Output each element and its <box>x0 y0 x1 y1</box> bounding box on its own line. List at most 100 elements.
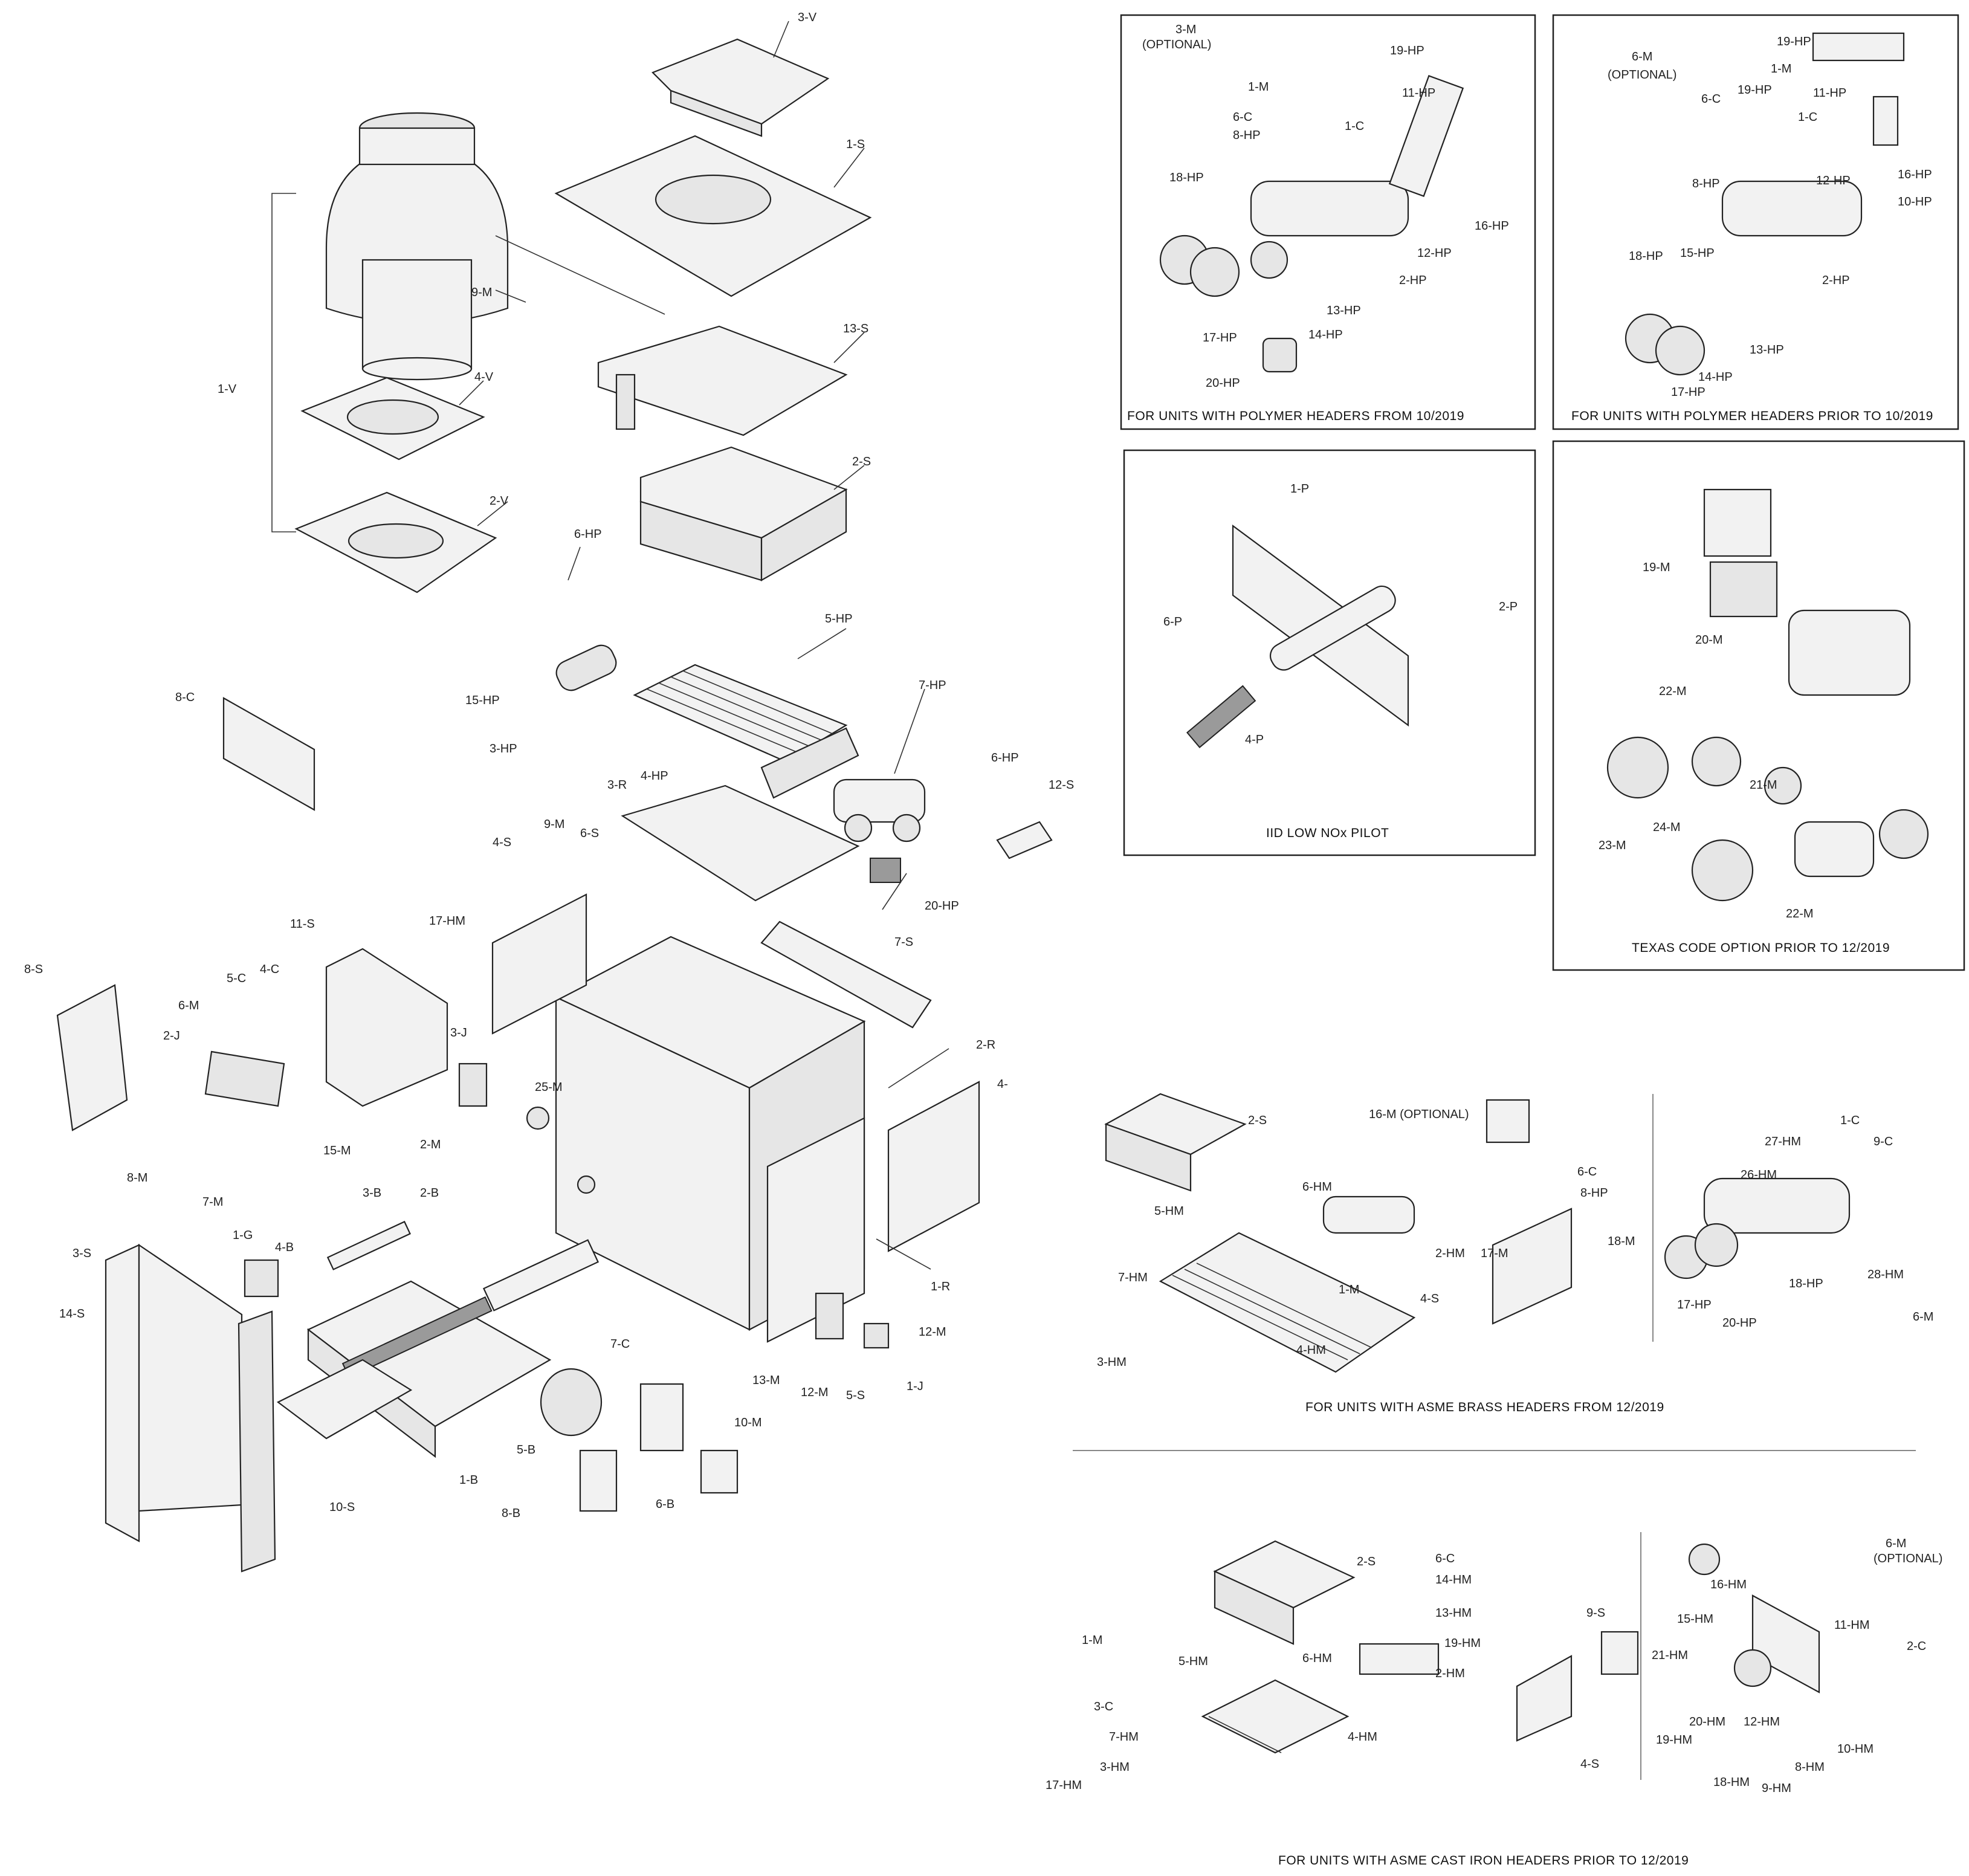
callout-label: 1-C <box>1798 111 1817 124</box>
callout-label: 6-S <box>580 827 599 840</box>
callout-label: 9-HM <box>1762 1782 1791 1795</box>
callout-label: 12-HM <box>1744 1715 1780 1729</box>
callout-label: 20-M <box>1695 633 1723 647</box>
callout-label: 3-B <box>363 1186 381 1200</box>
callout-label: 14-HM <box>1435 1573 1472 1587</box>
callout-label: 23-M <box>1599 839 1626 852</box>
callout-label: 8-HP <box>1692 177 1720 190</box>
callout-label: 8-M <box>127 1171 147 1185</box>
callout-label: 26-HM <box>1741 1168 1777 1182</box>
callout-label: 4-S <box>1580 1758 1599 1771</box>
callout-label: 11-S <box>290 917 315 931</box>
callout-label: 1-M <box>1248 80 1269 94</box>
callout-label: 6-P <box>1163 615 1182 629</box>
side-panel-4s <box>491 893 587 1035</box>
callout-label: 1-M <box>1771 62 1791 76</box>
polymer-header-new-parts <box>1159 75 1464 373</box>
top-lid-part <box>651 38 830 125</box>
callout-label: 6-M <box>1632 50 1652 63</box>
inset-box-polymer-from-2019 <box>1120 14 1536 430</box>
callout-label: 7-HM <box>1118 1271 1148 1284</box>
caption-texas: TEXAS CODE OPTION PRIOR TO 12/2019 <box>1632 941 1890 955</box>
callout-label: 6-HM <box>1302 1180 1332 1194</box>
callout-label: 13-S <box>843 322 868 335</box>
callout-label: 17-HM <box>1046 1779 1082 1792</box>
flue-collector-part <box>597 325 848 436</box>
callout-label: 19-M <box>1643 561 1670 574</box>
callout-label: (OPTIONAL) <box>1608 68 1676 82</box>
callout-label: 2-R <box>976 1038 995 1052</box>
callout-label: 21-HM <box>1652 1649 1688 1662</box>
callout-label: 2-M <box>420 1138 441 1151</box>
callout-label: 1-R <box>931 1280 950 1293</box>
callout-label: 3-V <box>798 11 817 24</box>
callout-label: 3-C <box>1094 1700 1113 1713</box>
callout-label: 8-HP <box>1233 129 1261 142</box>
callout-label: 2-HP <box>1399 274 1427 287</box>
inset-box-texas-code <box>1552 440 1965 971</box>
callout-label: 15-HP <box>465 694 500 707</box>
caption-polymer-prior-2019: FOR UNITS WITH POLYMER HEADERS PRIOR TO … <box>1571 409 1933 423</box>
inset-box-polymer-prior-2019 <box>1552 14 1959 430</box>
callout-label: 3-S <box>73 1247 91 1260</box>
callout-label: 8-S <box>24 963 43 976</box>
captions: FOR UNITS WITH POLYMER HEADERS FROM 10/2… <box>1127 409 1933 1868</box>
callout-label: 13-HP <box>1327 304 1361 317</box>
callout-label: 3-HM <box>1097 1356 1127 1369</box>
callout-label: 22-M <box>1659 685 1687 698</box>
callout-label: 1-S <box>846 138 865 151</box>
callout-label: 4-V <box>474 370 494 384</box>
callout-label: 6-M <box>1886 1537 1906 1550</box>
callout-label: 11-HP <box>1402 86 1435 100</box>
callout-label: 16-M (OPTIONAL) <box>1369 1108 1469 1121</box>
callout-label: 4-HM <box>1348 1730 1377 1744</box>
callout-label: 20-HP <box>925 899 959 913</box>
callout-label: 1-B <box>459 1473 478 1487</box>
callout-label: 2-V <box>490 494 509 508</box>
callout-label: 7-C <box>610 1337 630 1351</box>
callout-label: 16-HP <box>1898 168 1932 181</box>
callout-label: 27-HM <box>1765 1135 1801 1148</box>
callout-label: 6-B <box>656 1498 674 1511</box>
callout-label: 6-HP <box>991 751 1019 765</box>
callout-label: 11-HP <box>1813 86 1846 100</box>
callout-label: 10-M <box>734 1416 762 1429</box>
callout-label: (OPTIONAL) <box>1874 1552 1942 1565</box>
caption-pilot: IID LOW NOx PILOT <box>1266 826 1389 840</box>
callout-label: 14-HP <box>1308 328 1343 341</box>
callout-label: 2-S <box>1248 1114 1267 1127</box>
callout-label: 2-HP <box>1822 274 1850 287</box>
callout-label: 13-HP <box>1750 343 1784 357</box>
callout-label: 19-HP <box>1777 35 1811 48</box>
callout-label: 10-HP <box>1898 195 1932 209</box>
callout-label: 28-HM <box>1867 1268 1904 1281</box>
callout-label: 18-M <box>1608 1235 1635 1248</box>
callout-label: 15-M <box>323 1144 351 1157</box>
callout-label: 1-M <box>1339 1283 1359 1296</box>
side-panel-right <box>887 1081 980 1252</box>
main-exploded-view <box>56 38 1053 1573</box>
callout-label: 9-C <box>1874 1135 1893 1148</box>
callout-label: 2-P <box>1499 600 1518 613</box>
polymer-header-old-parts <box>1625 32 1905 376</box>
callout-label: 8-B <box>502 1507 520 1520</box>
leader-lines <box>459 21 949 1270</box>
callout-label: 5-HM <box>1154 1205 1184 1218</box>
callout-label: 3-HM <box>1100 1761 1130 1774</box>
callout-label: 2-HM <box>1435 1247 1465 1260</box>
vent-cap-part <box>325 112 509 381</box>
callout-label: 17-HP <box>1203 331 1237 344</box>
callout-label: 6-C <box>1577 1165 1597 1179</box>
callout-label: 21-M <box>1750 778 1777 792</box>
callout-label: 11-HM <box>1834 1619 1870 1632</box>
callout-label: 4-C <box>260 963 279 976</box>
callout-label: 20-HM <box>1689 1715 1725 1729</box>
callout-label: 4-S <box>493 836 511 849</box>
heat-exchanger-part <box>633 664 859 799</box>
callout-label: 5-HP <box>825 612 853 626</box>
asme-brass-parts <box>1104 1093 1851 1373</box>
callout-label: 6-HM <box>1302 1652 1332 1665</box>
callout-label: 18-HP <box>1629 250 1663 263</box>
callout-label: 9-M <box>471 286 492 299</box>
